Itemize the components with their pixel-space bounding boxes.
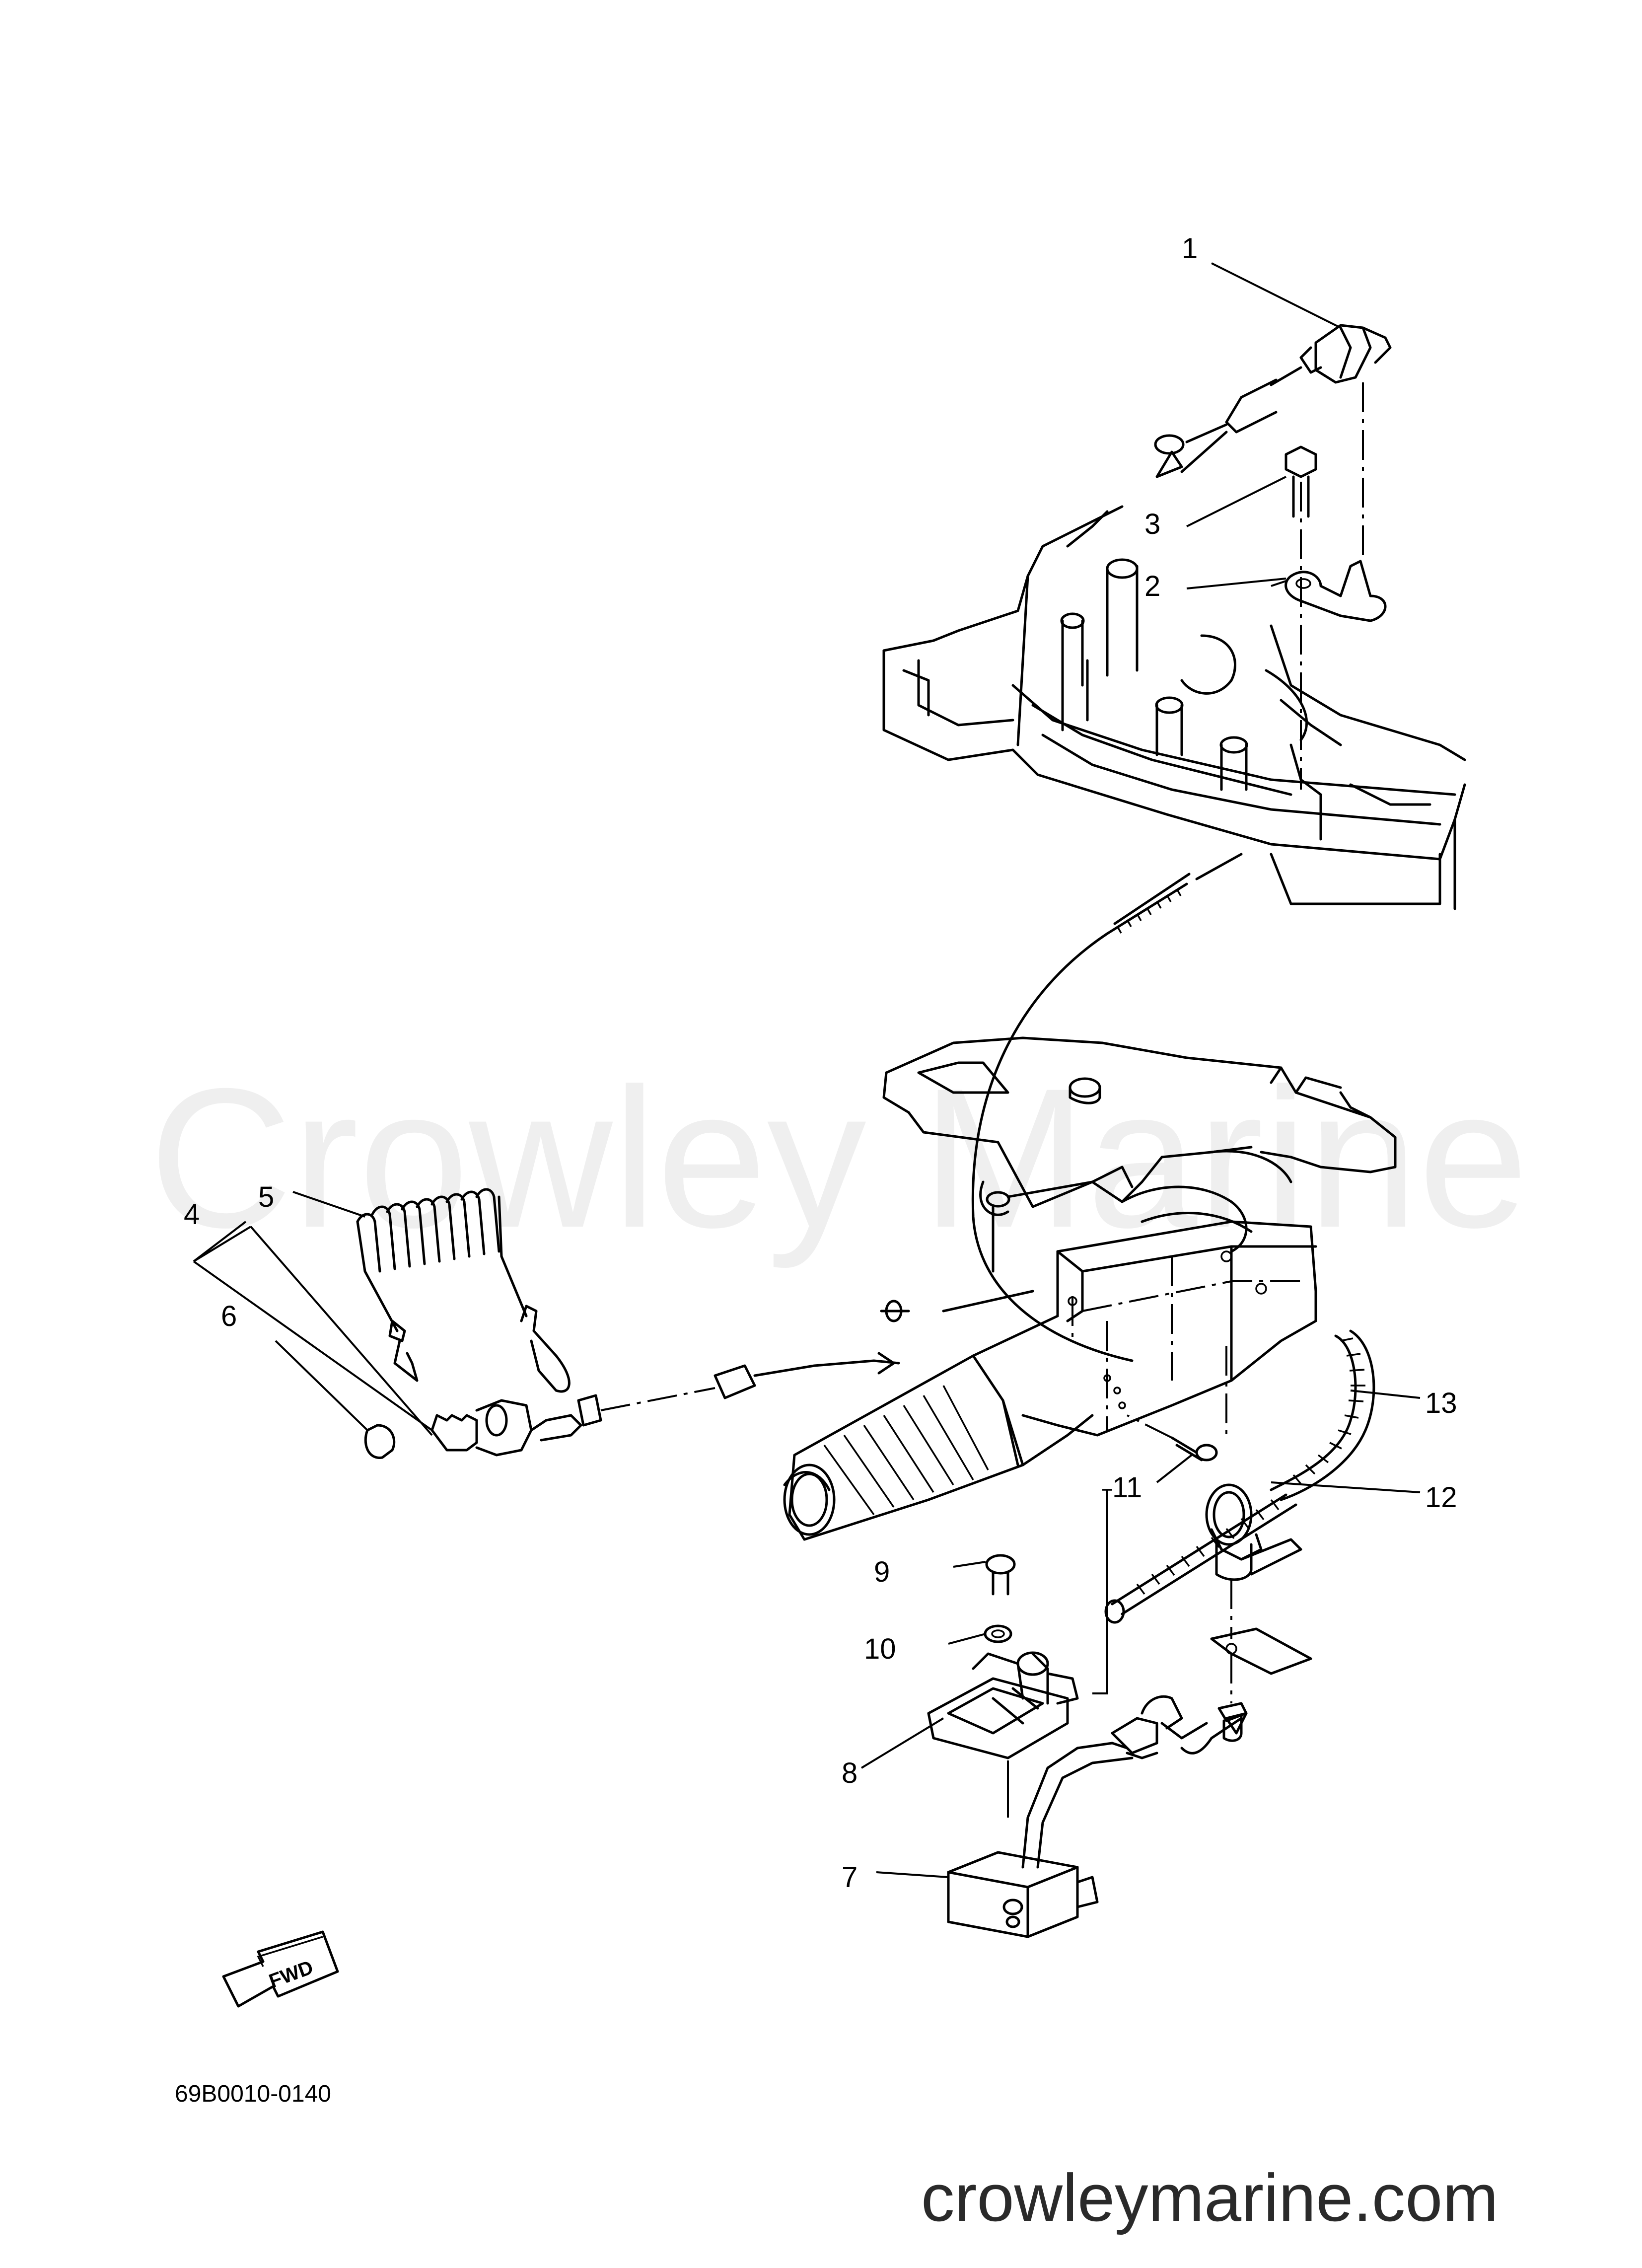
website-text: crowleymarine.com [921, 2160, 1499, 2235]
part-2-bracket [1285, 482, 1387, 790]
callout-3: 3 [1144, 508, 1160, 540]
callout-10: 10 [864, 1633, 896, 1665]
callout-13: 13 [1425, 1387, 1457, 1419]
part-9-screw [985, 1554, 1016, 1596]
bottom-cowling-drawing [882, 505, 1466, 910]
callout-9: 9 [874, 1556, 890, 1588]
callout-5: 5 [258, 1181, 274, 1213]
fwd-arrow-icon: FWD [222, 1930, 339, 2008]
part-5-lanyard [356, 1188, 571, 1393]
callout-11: 11 [1112, 1471, 1142, 1504]
callout-2: 2 [1144, 570, 1160, 602]
part-8-holder [927, 1489, 1112, 1818]
callout-1: 1 [1182, 232, 1198, 265]
callout-leaders [193, 262, 1421, 1878]
part-11-screw [1127, 1346, 1227, 1462]
remote-cable [971, 853, 1243, 1362]
fwd-label: FWD [266, 1957, 316, 1992]
callout-12: 12 [1425, 1481, 1457, 1514]
callout-7: 7 [842, 1861, 857, 1894]
part-12-clamp [1205, 1483, 1312, 1742]
callout-4: 4 [184, 1198, 200, 1231]
part-1-switch [1154, 324, 1392, 561]
watermark-text: Crowley Marine [149, 1047, 1529, 1270]
part-4-stop-switch [430, 1290, 1034, 1457]
steering-bracket-drawing [783, 1036, 1397, 1541]
diagram-code: 69B0010-0140 [175, 2081, 331, 2107]
callout-8: 8 [842, 1757, 857, 1789]
part-3-bolt [1285, 445, 1317, 518]
part-7-unit [947, 1695, 1248, 1938]
callout-6: 6 [221, 1300, 237, 1332]
part-10-washer [984, 1624, 1012, 1643]
part-6-cap [364, 1424, 396, 1459]
